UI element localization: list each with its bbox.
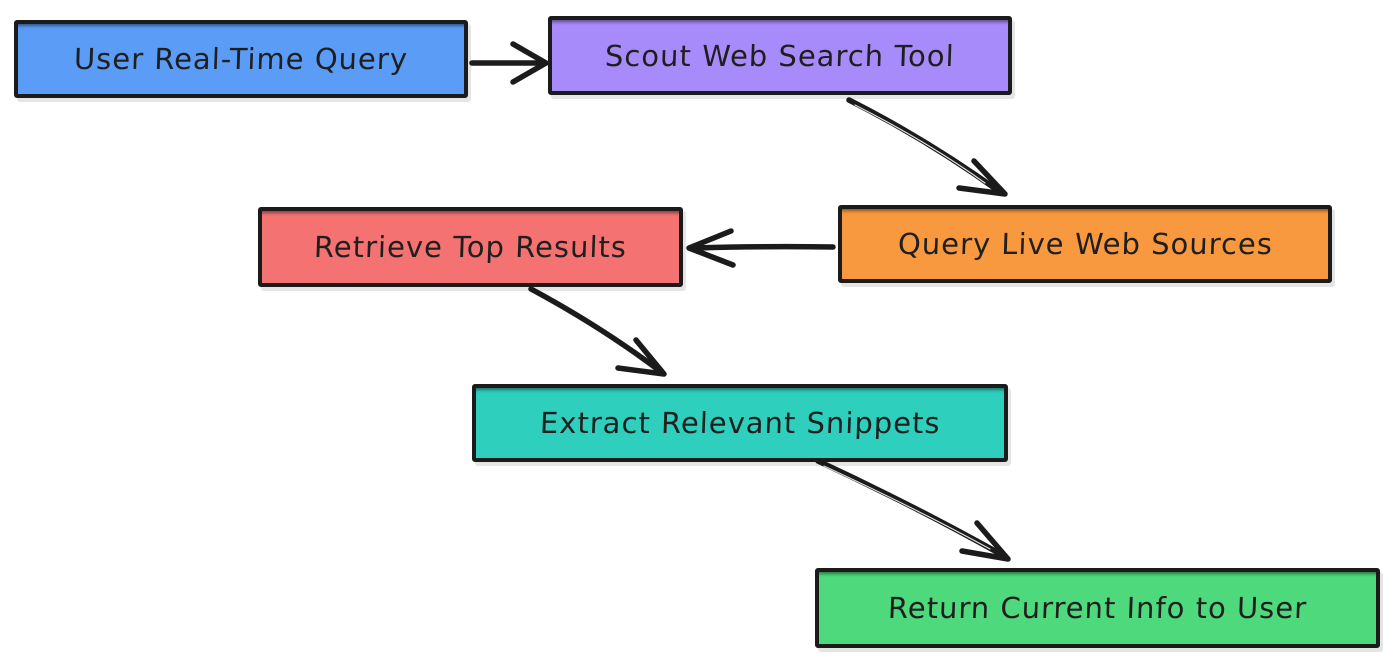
node-return-current-info-to-user: Return Current Info to User bbox=[815, 568, 1380, 648]
node-label: Extract Relevant Snippets bbox=[539, 406, 941, 440]
node-label: Retrieve Top Results bbox=[313, 230, 628, 264]
node-retrieve-top-results: Retrieve Top Results bbox=[258, 207, 683, 287]
node-label: Scout Web Search Tool bbox=[604, 38, 956, 73]
node-query-live-web-sources: Query Live Web Sources bbox=[838, 205, 1332, 283]
arrow-query-sources-to-retrieve-results bbox=[686, 228, 836, 268]
node-scout-web-search-tool: Scout Web Search Tool bbox=[548, 16, 1012, 95]
arrow-scout-tool-to-query-sources bbox=[846, 97, 1008, 197]
node-user-real-time-query: User Real-Time Query bbox=[14, 20, 468, 98]
arrow-extract-snippets-to-return-info bbox=[815, 458, 1011, 562]
node-label: Query Live Web Sources bbox=[896, 227, 1274, 261]
arrow-user-query-to-scout-tool bbox=[469, 41, 549, 85]
node-label: Return Current Info to User bbox=[887, 591, 1308, 625]
node-label: User Real-Time Query bbox=[73, 42, 409, 76]
arrow-retrieve-results-to-extract-snippets bbox=[528, 286, 667, 377]
node-extract-relevant-snippets: Extract Relevant Snippets bbox=[472, 384, 1008, 462]
